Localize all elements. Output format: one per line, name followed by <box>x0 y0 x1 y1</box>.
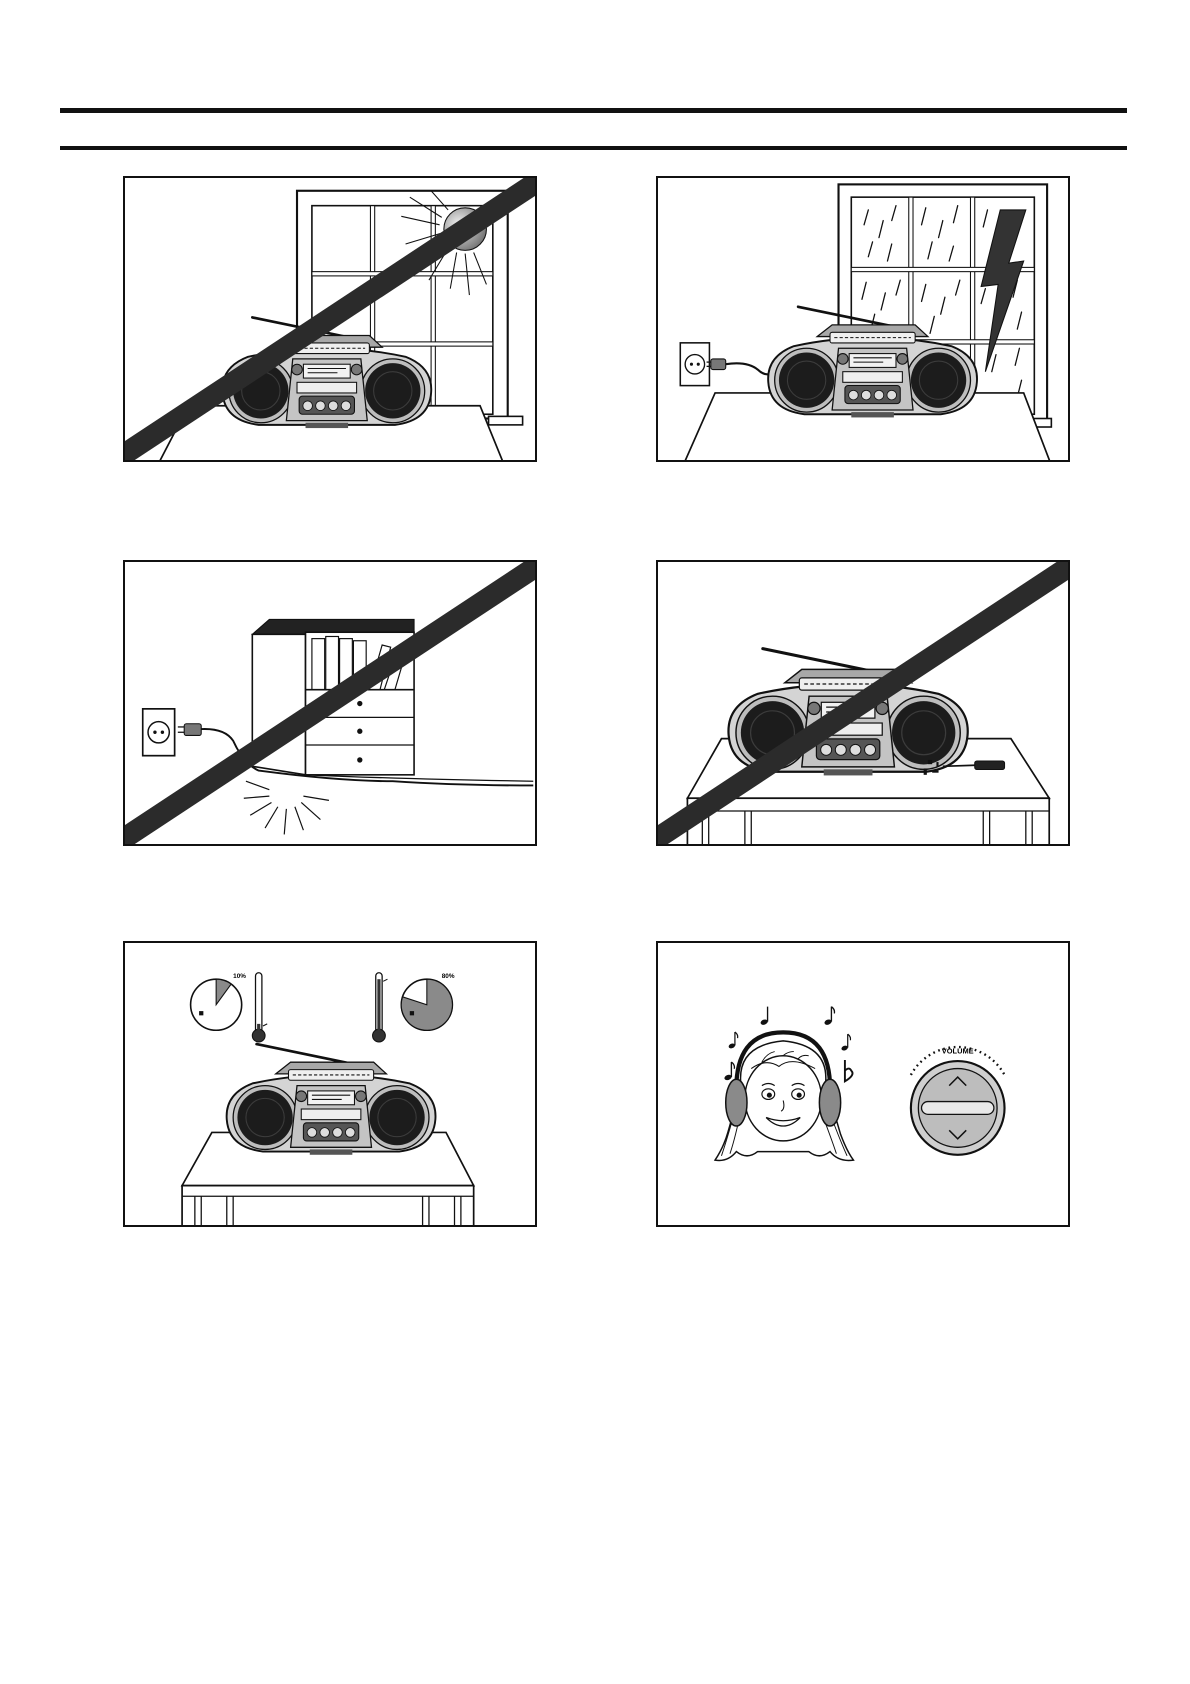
panel-moisture-lightning <box>656 176 1070 462</box>
climate-illustration: 10% 80% <box>125 943 535 1225</box>
boombox <box>227 1044 436 1155</box>
music-note-icon <box>728 1032 738 1049</box>
face <box>745 1056 822 1141</box>
panel-temperature-humidity: 10% 80% <box>123 941 537 1227</box>
volume-label: VOLUME <box>942 1047 974 1056</box>
floor-edge <box>306 775 534 781</box>
humidity-low-label: 10% <box>233 973 246 980</box>
humidity-high-label: 80% <box>442 973 455 980</box>
heat-rays <box>244 781 329 834</box>
sunlight-illustration <box>125 178 535 460</box>
thermometer-icon-high <box>373 973 388 1042</box>
humidity-pie-icon-low: 10% <box>191 973 247 1030</box>
girl-with-headphones <box>715 1032 853 1160</box>
headphone-cup-left <box>726 1079 747 1126</box>
headphone-cup-right <box>819 1079 840 1126</box>
thermometer-icon-low <box>252 973 267 1042</box>
panel-headphone-volume: VOLUME <box>656 941 1070 1227</box>
header-rule-top <box>60 108 1127 113</box>
prohibition-strike <box>125 564 535 841</box>
music-note-icon <box>841 1034 851 1051</box>
humidity-pie-icon-high: 80% <box>401 973 455 1030</box>
flat-sign-icon <box>845 1060 853 1081</box>
volume-knob-icon: VOLUME <box>911 1047 1005 1155</box>
panel-cabinet-ventilation-prohibited <box>123 560 537 846</box>
panel-sunlight-prohibited <box>123 176 537 462</box>
plug-icon <box>178 724 201 736</box>
moisture-lightning-illustration <box>658 178 1068 460</box>
panel-opening-device-prohibited <box>656 560 1070 846</box>
header-rule-bottom <box>60 146 1127 150</box>
music-note-icon <box>824 1007 835 1026</box>
open-device-illustration <box>658 562 1068 844</box>
music-note-icon <box>760 1007 769 1026</box>
music-note-icon <box>724 1062 735 1081</box>
headphone-volume-illustration: VOLUME <box>658 943 1068 1225</box>
wall-socket-icon <box>680 343 709 386</box>
cabinet-illustration <box>125 562 535 844</box>
wall-socket-icon <box>143 709 175 756</box>
